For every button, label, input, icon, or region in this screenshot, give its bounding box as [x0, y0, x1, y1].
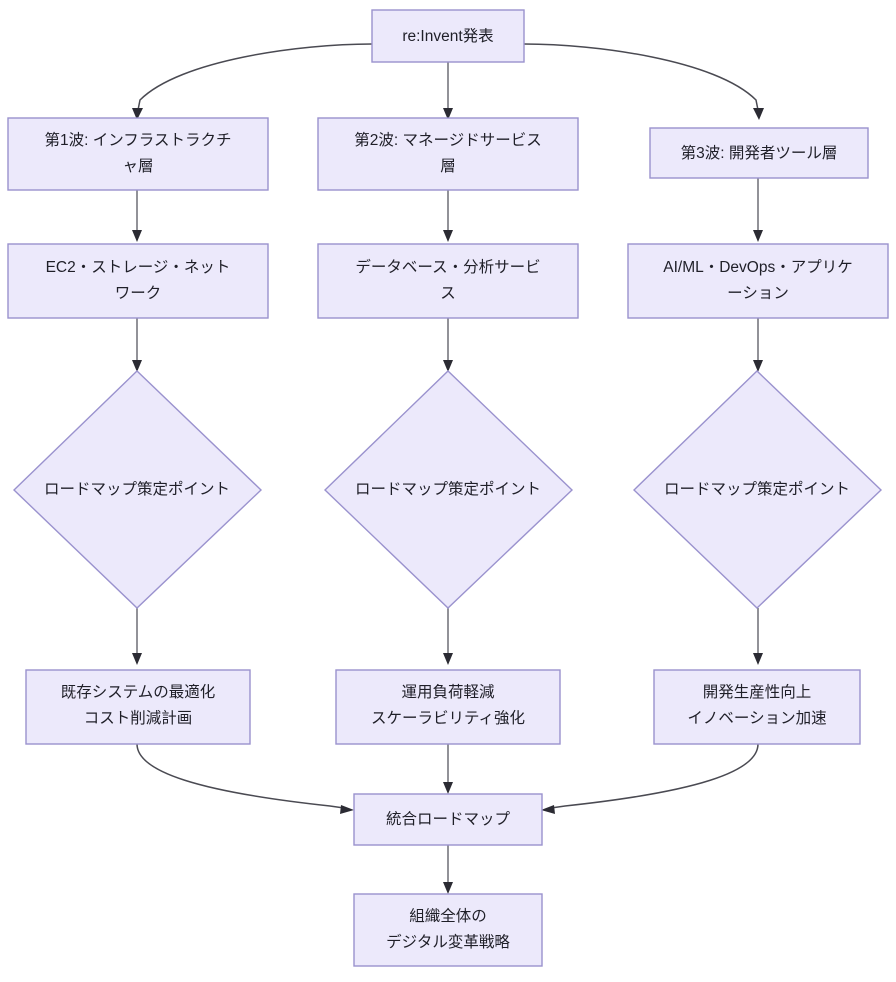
arrowhead-icon	[132, 360, 142, 372]
node-shape-rect[interactable]	[335, 669, 561, 745]
arrowhead-icon	[443, 108, 453, 120]
edge-outcome3-to-merge	[541, 743, 759, 814]
edge-outcome2-to-merge	[443, 744, 453, 794]
edge-tech1-to-decision1	[132, 318, 142, 372]
edge-path	[136, 743, 345, 809]
node-merge[interactable]: 統合ロードマップ	[353, 793, 543, 846]
arrowhead-icon	[443, 782, 453, 794]
node-shape-rect[interactable]	[7, 243, 269, 319]
node-wave1[interactable]: 第1波: インフラストラクチ ャ層	[7, 117, 269, 191]
node-shape-rect[interactable]	[653, 669, 861, 745]
node-label-outcome3-line1: 開発生産性向上	[703, 683, 812, 701]
edge-root-to-wave2	[443, 62, 453, 120]
node-shape-rect[interactable]	[7, 117, 269, 191]
edge-tech2-to-decision2	[443, 318, 453, 372]
node-label-final-line2: デジタル変革戦略	[386, 932, 510, 951]
node-wave2[interactable]: 第2波: マネージドサービス 層	[317, 117, 579, 191]
arrowhead-icon	[541, 805, 555, 814]
edge-merge-to-final	[443, 845, 453, 894]
node-outcome2[interactable]: 運用負荷軽減 スケーラビリティ強化	[335, 669, 561, 745]
node-final[interactable]: 組織全体の デジタル変革戦略	[353, 893, 543, 967]
node-label-decision1: ロードマップ策定ポイント	[44, 480, 230, 498]
node-label-wave3-line1: 第3波: 開発者ツール層	[681, 144, 838, 162]
node-label-tech3-line2: ーション	[727, 285, 789, 302]
node-shape-rect[interactable]	[317, 117, 579, 191]
arrowhead-icon	[753, 360, 763, 372]
edge-wave1-to-tech1	[132, 190, 142, 242]
node-label-final-line1: 組織全体の	[409, 907, 487, 925]
node-label-outcome2-line1: 運用負荷軽減	[401, 683, 495, 701]
edge-decision1-to-outcome1	[132, 608, 142, 665]
node-shape-diamond[interactable]	[323, 370, 574, 609]
node-outcome3[interactable]: 開発生産性向上 イノベーション加速	[653, 669, 861, 745]
node-shape-rect[interactable]	[353, 793, 543, 846]
node-decision1[interactable]: ロードマップ策定ポイント	[12, 370, 263, 609]
node-label-wave1-line1: 第1波: インフラストラクチ	[45, 131, 232, 149]
node-shape-rect[interactable]	[627, 243, 889, 319]
arrowhead-icon	[443, 882, 453, 894]
node-layer: re:Invent発表 第1波: インフラストラクチ ャ層 第2波: マネージド…	[7, 9, 889, 967]
node-tech2[interactable]: データベース・分析サービ ス	[317, 243, 579, 319]
arrowhead-icon	[132, 653, 142, 665]
node-decision2[interactable]: ロードマップ策定ポイント	[323, 370, 574, 609]
node-label-tech2-line2: ス	[440, 285, 456, 302]
arrowhead-icon	[132, 108, 143, 120]
node-decision3[interactable]: ロードマップ策定ポイント	[632, 370, 883, 609]
edge-root-to-wave3	[523, 43, 764, 120]
node-tech3[interactable]: AI/ML・DevOps・アプリケ ーション	[627, 243, 889, 319]
node-label-wave2-line2: 層	[440, 158, 456, 175]
node-label-root: re:Invent発表	[402, 27, 493, 45]
edge-decision3-to-outcome3	[753, 608, 763, 665]
node-label-tech3-line1: AI/ML・DevOps・アプリケ	[663, 258, 852, 276]
edge-root-to-wave1	[132, 43, 373, 120]
edge-path	[523, 43, 759, 111]
arrowhead-icon	[443, 230, 453, 242]
edge-decision2-to-outcome2	[443, 608, 453, 665]
node-shape-diamond[interactable]	[632, 370, 883, 609]
edge-path	[550, 743, 759, 809]
node-label-merge: 統合ロードマップ	[386, 810, 511, 828]
edge-path	[137, 43, 373, 111]
node-outcome1[interactable]: 既存システムの最適化 コスト削減計画	[25, 669, 251, 745]
node-shape-diamond[interactable]	[12, 370, 263, 609]
edge-layer	[132, 43, 764, 894]
node-label-outcome2-line2: スケーラビリティ強化	[371, 709, 525, 727]
node-label-tech2-line1: データベース・分析サービ	[355, 257, 540, 276]
edge-outcome1-to-merge	[136, 743, 354, 814]
edge-wave2-to-tech2	[443, 190, 453, 242]
node-shape-rect[interactable]	[353, 893, 543, 967]
arrowhead-icon	[132, 230, 142, 242]
edge-wave3-to-tech3	[753, 178, 763, 242]
node-tech1[interactable]: EC2・ストレージ・ネット ワーク	[7, 243, 269, 319]
arrowhead-icon	[443, 360, 453, 372]
arrowhead-icon	[753, 230, 763, 242]
node-root[interactable]: re:Invent発表	[371, 9, 525, 63]
node-shape-rect[interactable]	[317, 243, 579, 319]
node-label-outcome3-line2: イノベーション加速	[687, 709, 826, 727]
node-shape-rect[interactable]	[649, 127, 869, 179]
node-label-wave2-line1: 第2波: マネージドサービス	[354, 131, 541, 149]
arrowhead-icon	[443, 653, 453, 665]
node-shape-rect[interactable]	[371, 9, 525, 63]
node-label-decision2: ロードマップ策定ポイント	[355, 480, 541, 498]
node-label-wave1-line2: ャ層	[122, 158, 153, 175]
node-label-tech1-line2: ワーク	[115, 284, 162, 302]
node-label-outcome1-line1: 既存システムの最適化	[61, 683, 216, 701]
node-label-outcome1-line2: コスト削減計画	[84, 709, 193, 727]
node-label-decision3: ロードマップ策定ポイント	[664, 480, 850, 498]
arrowhead-icon	[340, 805, 354, 814]
node-shape-rect[interactable]	[25, 669, 251, 745]
arrowhead-icon	[753, 108, 764, 120]
arrowhead-icon	[753, 653, 763, 665]
node-label-tech1-line1: EC2・ストレージ・ネット	[46, 258, 231, 276]
node-wave3[interactable]: 第3波: 開発者ツール層	[649, 127, 869, 179]
edge-tech3-to-decision3	[753, 318, 763, 372]
